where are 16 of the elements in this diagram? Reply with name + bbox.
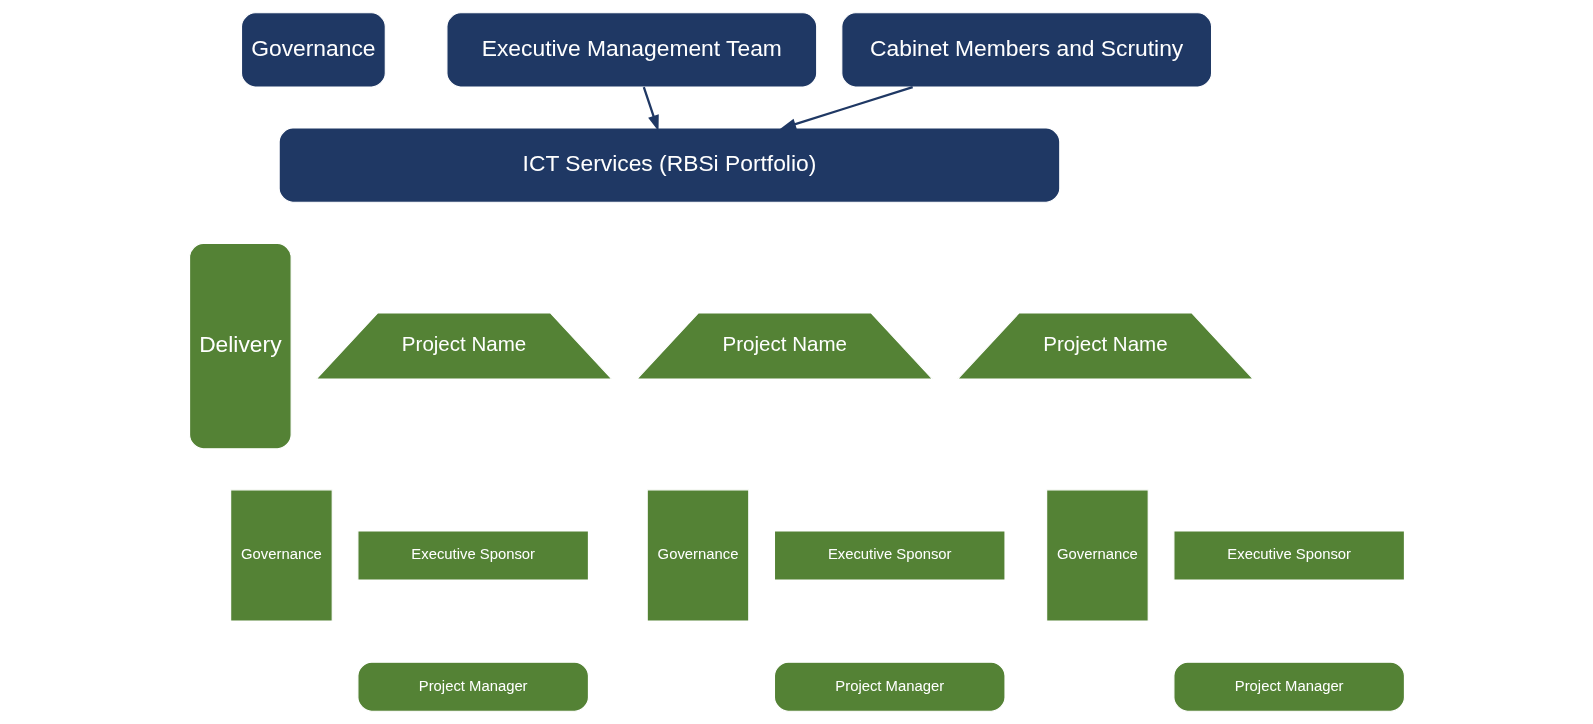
node-box: Project Manager (356, 661, 589, 712)
node-box: Executive Sponsor (356, 530, 589, 581)
node-box: ICT Services (RBSi Portfolio) (278, 127, 1060, 203)
node-box: Delivery (188, 242, 292, 450)
node-box: Governance (1045, 489, 1149, 622)
node-box: Executive Sponsor (1172, 530, 1405, 581)
arrow (642, 86, 659, 132)
node-box: Project Manager (1172, 661, 1405, 712)
node-box: Executive Sponsor (773, 530, 1006, 581)
node-box: Governance (646, 489, 749, 622)
node-box: Governance (229, 489, 333, 622)
node-box: Executive Management Team (445, 12, 817, 88)
node-box: Governance (240, 12, 386, 88)
arrow (779, 86, 913, 130)
node-box: Project Manager (773, 661, 1006, 712)
node-box: Cabinet Members and Scrutiny (840, 12, 1212, 88)
